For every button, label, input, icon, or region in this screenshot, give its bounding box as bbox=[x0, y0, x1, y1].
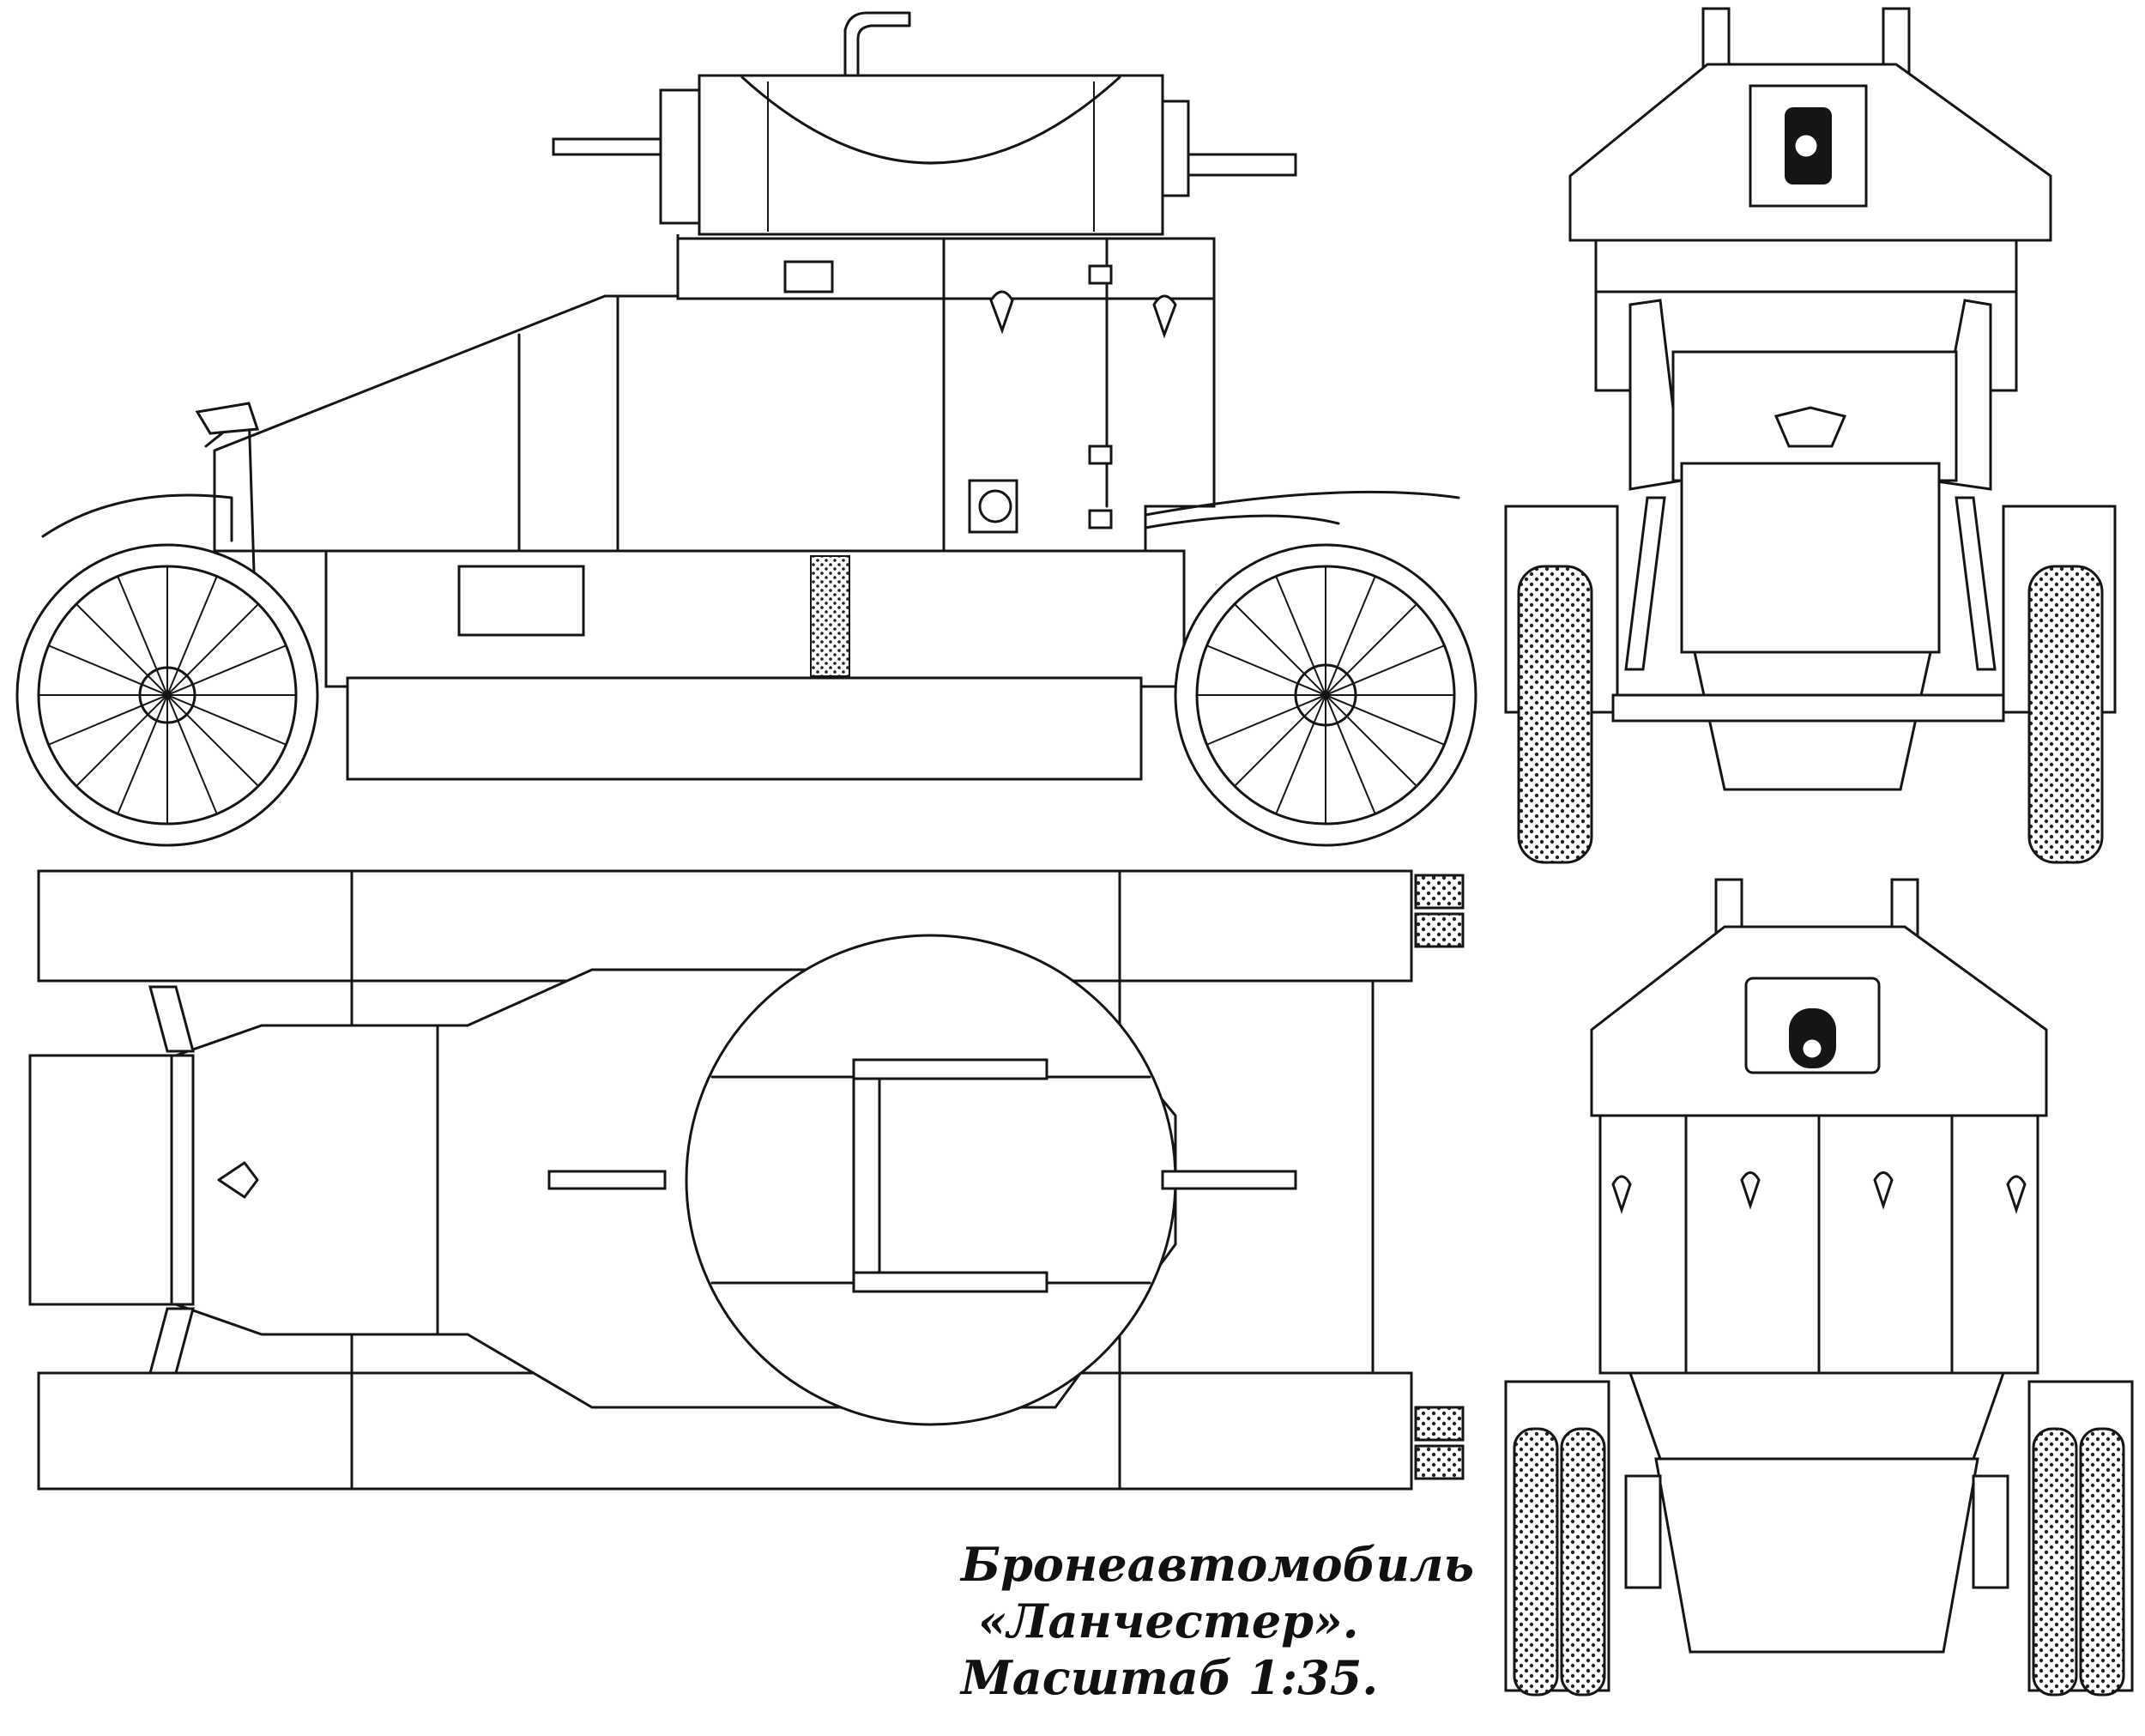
rear-wheel-side bbox=[1174, 543, 1477, 847]
drawing-caption: Бронеавтомобиль «Ланчестер». Масштаб 1:3… bbox=[961, 1536, 1510, 1706]
side-view bbox=[15, 11, 1477, 847]
turret-side bbox=[552, 11, 1297, 236]
caption-model-name: «Ланчестер». bbox=[978, 1594, 1359, 1648]
caption-scale: Масштаб 1:35. bbox=[961, 1650, 1379, 1705]
front-wheel-side bbox=[15, 543, 319, 847]
top-view bbox=[28, 869, 1465, 1491]
front-view bbox=[1504, 7, 2117, 864]
chassis-side bbox=[41, 402, 1460, 781]
rear-view bbox=[1504, 878, 2134, 1697]
hull-side bbox=[213, 234, 1216, 553]
turret-top bbox=[547, 934, 1297, 1426]
caption-title: Бронеавтомобиль bbox=[961, 1537, 1475, 1592]
